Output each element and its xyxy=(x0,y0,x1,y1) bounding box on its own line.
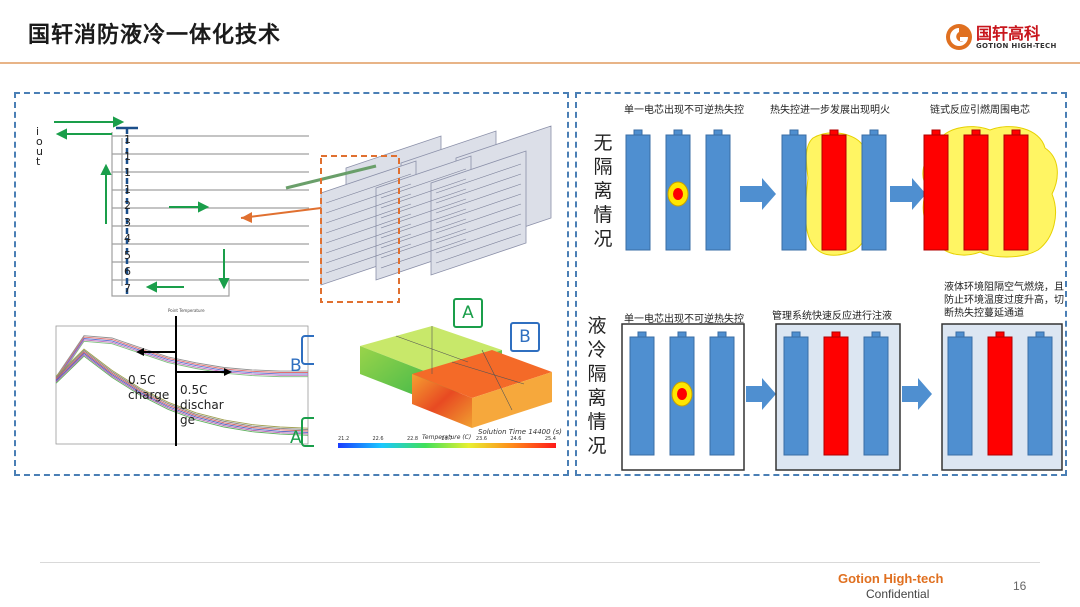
row2-stage3-cells xyxy=(947,331,1053,456)
chart-plot-area xyxy=(55,325,309,445)
page-title: 国轩消防液冷一体化技术 xyxy=(28,23,282,48)
series-a-line xyxy=(55,352,309,433)
vertical-label-char: 隔 xyxy=(593,156,613,178)
row1-caption-1: 单一电芯出现不可逆热失控 xyxy=(624,105,744,116)
series-a-line xyxy=(55,354,309,435)
loop-io-labels: i o u t xyxy=(36,125,43,168)
logo-cn-text: 国轩高科 xyxy=(976,24,1041,43)
left-panel: i o u t 1 1 1 1 2 3 4 5 6 7 xyxy=(14,92,569,476)
row1-caption-3: 链式反应引燃周围电芯 xyxy=(930,105,1030,116)
thermal-label-a: A xyxy=(453,298,483,328)
row1-cell-diagram xyxy=(625,126,1058,258)
vertical-label-char: 隔 xyxy=(587,363,607,385)
colorbar-tick: 25.4 xyxy=(544,436,556,442)
page-number: 16 xyxy=(1013,579,1027,593)
vertical-label-char: 情 xyxy=(593,204,613,226)
cell-number: 1 xyxy=(124,133,131,146)
row2-stage1-cells xyxy=(629,331,735,456)
company-logo: 国轩高科 GOTION HIGH-TECH xyxy=(944,18,1064,58)
cell-number: 1 xyxy=(124,166,131,179)
row1-stage3-cells xyxy=(922,126,1058,258)
colorbar-tick: 24.6 xyxy=(510,436,522,442)
row1-label-no-isolation: 无隔离情况 xyxy=(591,131,615,251)
chart-title: Point Temperature xyxy=(168,308,205,313)
colorbar-tick: 22.8 xyxy=(406,436,419,442)
vertical-label-char: 情 xyxy=(587,411,607,433)
row1-caption-2: 热失控进一步发展出现明火 xyxy=(770,105,890,116)
cell-number: 3 xyxy=(124,215,131,229)
series-a-label: A xyxy=(290,428,302,448)
row2-caption-3: 液体环境阻隔空气燃烧，且防止环境温度过度升高，切断热失控蔓延通道 xyxy=(944,282,1064,319)
footer-divider xyxy=(40,562,1040,563)
thermal-label-b: B xyxy=(510,322,540,352)
cell-number: 1 xyxy=(124,149,131,163)
header-divider xyxy=(0,62,1080,64)
temperature-colorbar xyxy=(338,443,556,448)
charge-label: 0.5C charge xyxy=(128,373,170,402)
series-a-line xyxy=(55,349,309,431)
footer-confidential: Confidential xyxy=(866,587,930,601)
cell-number: 4 xyxy=(124,232,131,245)
colorbar-title: Temperature (C) xyxy=(422,434,472,441)
series-b-line xyxy=(55,338,308,381)
vertical-label-char: 况 xyxy=(587,435,607,457)
vertical-label-char: 液 xyxy=(587,315,607,337)
discharge-label: 0.5C dischar ge xyxy=(180,383,224,427)
colorbar-tick: 23.7 xyxy=(441,436,453,442)
vertical-label-char: 冷 xyxy=(587,339,607,361)
cell-number-column: 1 1 1 1 2 3 4 5 6 7 xyxy=(124,132,131,297)
row2-caption-1: 单一电芯出现不可逆热失控 xyxy=(624,314,744,325)
colorbar-tick: 23.6 xyxy=(475,436,488,442)
cell-number: 5 xyxy=(124,248,131,262)
cooling-loop-schematic xyxy=(54,116,309,297)
label-t: t xyxy=(36,155,41,168)
label-in: i xyxy=(36,125,40,138)
row1-stage2-cells xyxy=(781,129,887,256)
footer-brand: Gotion High-tech xyxy=(838,571,944,586)
series-a-line xyxy=(55,348,309,429)
series-b-label: B xyxy=(290,356,302,376)
vertical-label-char: 况 xyxy=(593,228,613,250)
cooling-plate-3d-drawing xyxy=(240,125,552,303)
thermal-simulation-image xyxy=(360,326,552,428)
cell-number: 2 xyxy=(124,199,131,212)
logo-en-text: GOTION HIGH-TECH xyxy=(976,42,1057,50)
vertical-label-char: 离 xyxy=(587,387,607,409)
row2-cell-diagram xyxy=(621,323,1063,471)
vertical-label-char: 离 xyxy=(593,180,613,202)
solution-time: Solution Time 14400 (s) xyxy=(478,428,562,436)
colorbar-ticks: 21.2 22.6 22.8 23.7 23.6 24.6 25.4 xyxy=(338,436,556,442)
gotion-logo-icon xyxy=(946,24,972,50)
series-a-line xyxy=(55,355,309,436)
vertical-label-char: 无 xyxy=(593,132,613,154)
label-o: o xyxy=(36,135,43,148)
row2-caption-2: 管理系统快速反应进行注液 xyxy=(772,311,892,322)
right-panel xyxy=(575,92,1067,476)
cell-number: 6 xyxy=(124,265,131,278)
series-a-line xyxy=(55,351,309,432)
temperature-line-chart xyxy=(55,316,314,447)
colorbar-tick: 22.6 xyxy=(372,436,384,442)
cell-number: 7 xyxy=(124,281,131,295)
row1-stage1-cells xyxy=(625,129,731,251)
label-u: u xyxy=(36,145,43,158)
cell-number: 1 xyxy=(124,182,131,196)
series-b-line xyxy=(55,336,308,379)
series-b-line xyxy=(55,340,308,383)
series-b-line xyxy=(55,339,308,382)
row2-label-liquid-cooling-isolation: 液冷隔离情况 xyxy=(585,314,609,458)
row2-stage2-cells xyxy=(783,331,889,456)
colorbar-tick: 21.2 xyxy=(338,436,350,442)
series-b-line xyxy=(55,335,308,378)
